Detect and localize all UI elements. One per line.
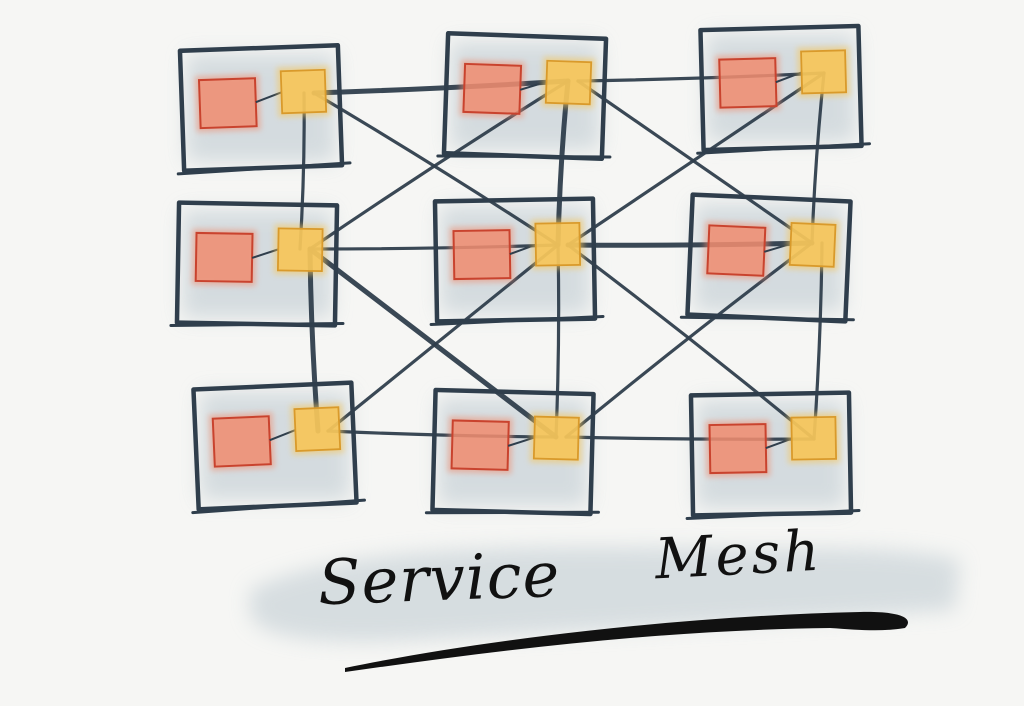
caption-underline-layer [250,546,960,672]
mesh-connection-n11-n02 [566,71,826,247]
service-box [462,62,523,115]
proxy-box [276,227,324,273]
mesh-connection-n11-n12 [565,240,815,248]
node-inner-n11 [449,218,585,284]
node-box-overshoot [685,508,861,520]
mesh-connection-n00-n01 [311,78,571,96]
mesh-connection-n20-n11 [326,243,560,433]
service-proxy-link [255,91,282,104]
mesh-node-n02 [696,23,871,155]
proxy-box [293,406,342,453]
service-proxy-link [507,436,535,447]
caption: Service Mesh [300,518,860,630]
proxy-box [788,222,837,268]
mesh-node-n21 [424,387,600,517]
node-box-overshoot [679,315,855,322]
node-inner-n02 [715,46,851,112]
service-box [450,419,510,471]
node-box-overshoot [176,161,352,176]
mesh-node-n12 [679,192,855,324]
node-box-overshoot [424,510,600,515]
mesh-connection-n21-n12 [564,241,814,439]
service-proxy-link [765,437,793,450]
mesh-node-n00 [176,43,352,176]
proxy-box [534,221,582,267]
mesh-connection-n11-n22 [566,243,816,441]
proxy-box [532,415,580,461]
mesh-connection-n00-n11 [312,91,560,247]
mesh-connection-n20-n21 [326,429,558,439]
node-box-overshoot [696,142,871,155]
caption-underline [345,611,908,672]
node-inner-n10 [191,224,327,286]
service-box [452,229,512,281]
service-proxy-layer [191,46,851,478]
mesh-node-n22 [685,390,861,520]
service-proxy-link [763,242,791,253]
proxy-box [279,68,328,115]
caption-word-mesh: Mesh [653,518,824,593]
node-box-overshoot [436,154,612,159]
mesh-connection-n10-n21 [307,246,559,440]
node-inner-n21 [447,412,584,474]
node-inner-n20 [208,403,345,471]
caption-word-service: Service [316,537,562,620]
service-box [708,423,768,475]
service-proxy-link [269,429,296,442]
service-box [197,77,258,130]
mesh-node-n20 [191,380,366,515]
service-proxy-link [519,80,547,91]
node-box-overshoot [191,498,366,515]
proxy-box [790,415,838,461]
node-inner-n12 [703,218,840,280]
node-inner-n22 [705,412,841,478]
mesh-connection-n10-n11 [308,243,560,251]
service-proxy-link [251,248,279,259]
node-inner-n01 [459,56,596,118]
mesh-connection-n21-n22 [564,435,816,441]
service-proxy-link [509,243,537,256]
service-box [211,415,272,468]
mesh-connection-n10-n01 [308,79,570,251]
service-box [718,57,778,109]
service-box [194,231,254,283]
proxy-box [800,49,848,95]
proxy-box [544,59,593,106]
service-proxy-link [775,71,802,84]
service-box [706,224,767,277]
node-inner-n00 [194,65,331,133]
